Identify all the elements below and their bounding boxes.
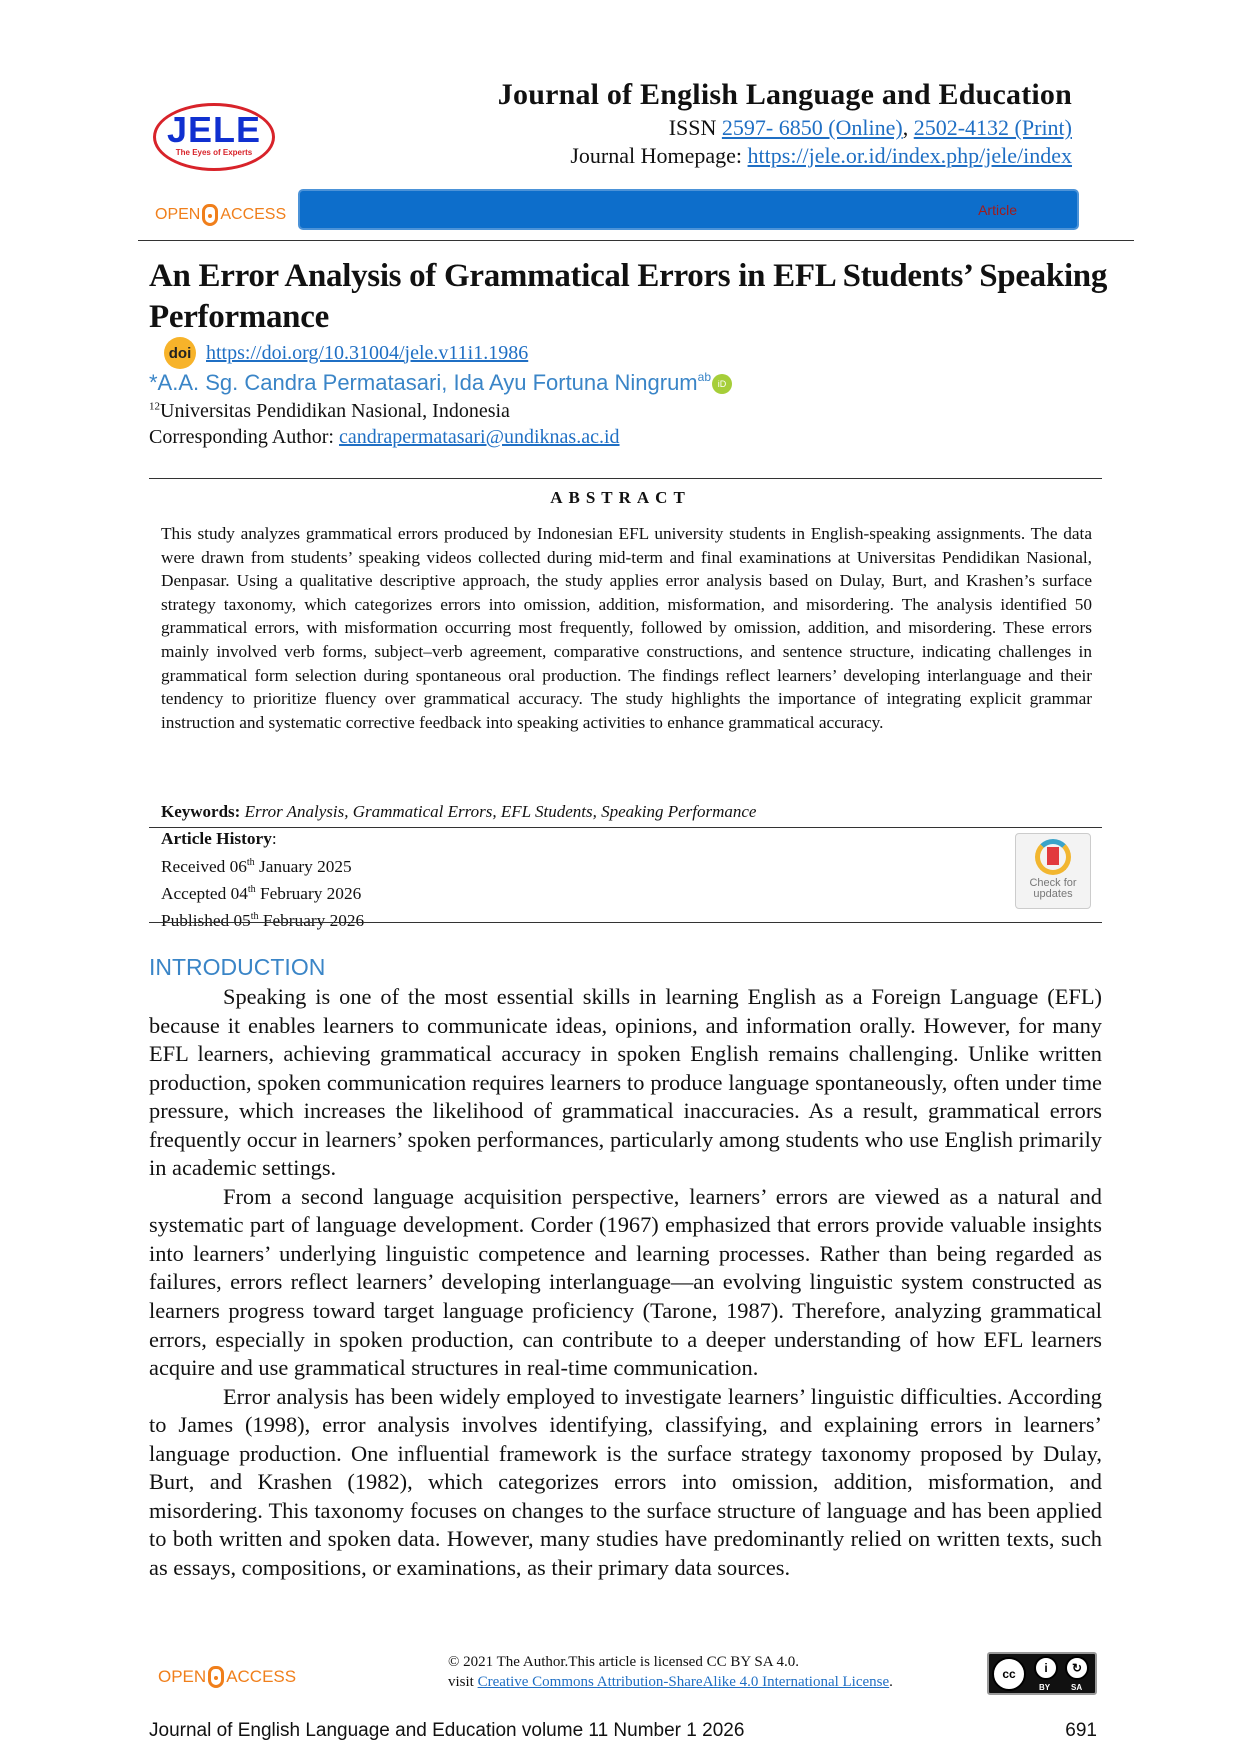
corresponding-email-link[interactable]: candrapermatasari@undiknas.ac.id — [339, 426, 620, 448]
issn-online-link[interactable]: 2597- 6850 (Online) — [721, 115, 903, 140]
abstract-text: This study analyzes grammatical errors p… — [161, 524, 1092, 732]
page-number: 691 — [1065, 1720, 1097, 1741]
license-notice: © 2021 The Author.This article is licens… — [448, 1652, 893, 1692]
article-type-banner: Article — [298, 189, 1079, 230]
history-divider — [149, 922, 1102, 923]
license-line: © 2021 The Author.This article is licens… — [448, 1654, 799, 1670]
homepage-link[interactable]: https://jele.or.id/index.php/jele/index — [747, 143, 1072, 168]
issn-sep: , — [902, 115, 914, 140]
open-access-right: ACCESS — [226, 1667, 297, 1686]
corresponding-author: Corresponding Author: candrapermatasari@… — [149, 426, 620, 449]
cc-by-sa-badge[interactable]: cc i ↻ BY SA — [987, 1652, 1097, 1695]
license-end: . — [889, 1674, 893, 1690]
crossmark-icon — [1035, 839, 1071, 875]
homepage-label: Journal Homepage: — [570, 143, 748, 168]
introduction-heading: INTRODUCTION — [149, 954, 326, 980]
license-link[interactable]: Creative Commons Attribution-ShareAlike … — [477, 1674, 890, 1690]
accepted-date: Accepted 04th February 2026 — [161, 883, 362, 903]
cc-by-label: BY — [1039, 1683, 1051, 1692]
orcid-icon[interactable]: iD — [712, 374, 732, 394]
keywords: Keywords: Error Analysis, Grammatical Er… — [161, 802, 756, 822]
authors-line: *A.A. Sg. Candra Permatasari, Ida Ayu Fo… — [149, 370, 732, 396]
keywords-label: Keywords: — [161, 802, 241, 821]
introduction-body: Speaking is one of the most essential sk… — [149, 983, 1102, 1582]
paragraph: From a second language acquisition persp… — [149, 1183, 1102, 1381]
affiliation-text: Universitas Pendidikan Nasional, Indones… — [160, 400, 510, 422]
abstract-heading: ABSTRACT — [550, 488, 691, 507]
paragraph: Error analysis has been widely employed … — [149, 1383, 1102, 1580]
issn-line: ISSN 2597- 6850 (Online), 2502-4132 (Pri… — [669, 115, 1072, 141]
open-access-left: OPEN — [158, 1667, 207, 1686]
doi-link[interactable]: https://doi.org/10.31004/jele.v11i1.1986 — [206, 341, 529, 364]
paragraph: Speaking is one of the most essential sk… — [149, 984, 1102, 1181]
issn-print-link[interactable]: 2502-4132 (Print) — [913, 115, 1072, 140]
doi-icon: doi — [164, 337, 196, 369]
abstract-top-divider — [149, 478, 1102, 479]
article-title: An Error Analysis of Grammatical Errors … — [149, 258, 1108, 335]
open-access-left: OPEN — [155, 206, 201, 223]
affiliation-sup: 12 — [149, 400, 160, 413]
header-divider — [138, 240, 1134, 241]
article-type: Article — [978, 202, 1017, 218]
open-access-right: ACCESS — [220, 206, 287, 223]
license-visit: visit — [448, 1674, 478, 1690]
author-sup: ab — [697, 370, 711, 384]
logo-text: JELE — [166, 109, 262, 150]
check-updates-text-1: Check for — [1029, 877, 1077, 889]
keywords-divider — [149, 827, 1102, 828]
open-lock-icon — [208, 1666, 225, 1688]
received-date: Received 06th January 2025 — [161, 856, 352, 876]
doi-line: doi https://doi.org/10.31004/jele.v11i1.1… — [164, 337, 528, 369]
corresponding-label: Corresponding Author: — [149, 426, 339, 448]
footer-journal-info: Journal of English Language and Educatio… — [149, 1720, 745, 1741]
open-lock-icon — [202, 204, 219, 226]
homepage-line: Journal Homepage: https://jele.or.id/ind… — [570, 143, 1072, 169]
check-updates-text-2: updates — [1033, 888, 1073, 900]
logo-tagline: The Eyes of Experts — [175, 148, 253, 157]
footer-open-access-logo: OPEN ACCESS — [158, 1666, 296, 1688]
by-person-icon: i — [1034, 1656, 1058, 1680]
keywords-list: Error Analysis, Grammatical Errors, EFL … — [244, 802, 757, 821]
authors: *A.A. Sg. Candra Permatasari, Ida Ayu Fo… — [149, 370, 698, 395]
cc-sa-label: SA — [1071, 1683, 1083, 1692]
history-label: Article History — [161, 829, 272, 848]
journal-title: Journal of English Language and Educatio… — [497, 78, 1072, 111]
published-date: Published 05th February 2026 — [161, 911, 365, 931]
cc-icon: cc — [992, 1657, 1026, 1691]
article-history: Article History: Received 06th January 2… — [161, 827, 364, 933]
open-access-logo: OPEN ACCESS — [155, 204, 286, 226]
sa-icon: ↻ — [1065, 1656, 1089, 1680]
affiliation: 12Universitas Pendidikan Nasional, Indon… — [149, 400, 510, 423]
issn-prefix: ISSN — [668, 115, 722, 140]
